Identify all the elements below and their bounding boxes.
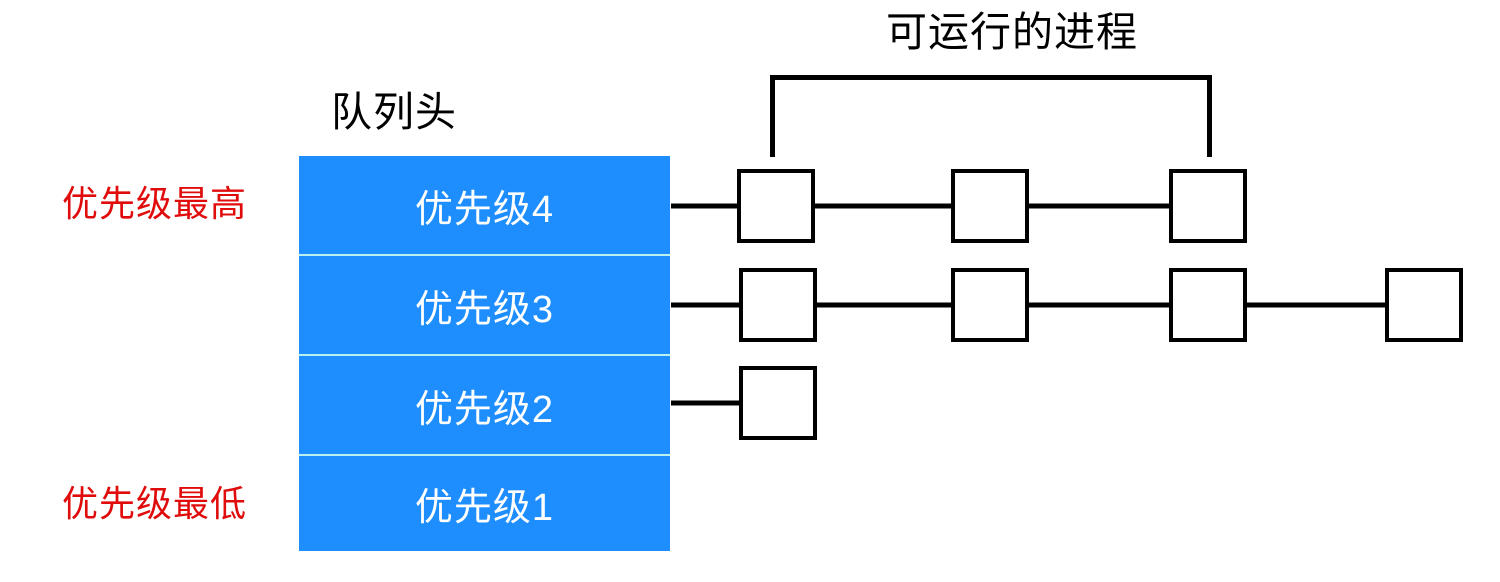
- queue-cell-priority-2[interactable]: 优先级2: [299, 356, 670, 456]
- chain-link: [1027, 203, 1173, 209]
- chain-link: [815, 302, 955, 308]
- queue-cell-priority-1[interactable]: 优先级1: [299, 456, 670, 551]
- bracket-left-leg: [770, 75, 775, 157]
- chain-link: [671, 400, 741, 406]
- priority-highest-note: 优先级最高: [62, 183, 248, 224]
- queue-cell-label: 优先级3: [414, 288, 555, 331]
- bracket-top-bar: [770, 75, 1212, 80]
- chain-link: [1027, 302, 1173, 308]
- chain-link: [671, 302, 741, 308]
- process-box[interactable]: [951, 169, 1029, 243]
- queue-cell-priority-4[interactable]: 优先级4: [299, 156, 670, 256]
- process-box[interactable]: [739, 268, 817, 342]
- queue-head-label: 队列头: [331, 89, 457, 135]
- queue-cell-label: 优先级2: [414, 388, 555, 431]
- queue-cell-priority-3[interactable]: 优先级3: [299, 256, 670, 356]
- priority-lowest-note: 优先级最低: [62, 483, 248, 524]
- chain-link: [671, 203, 739, 209]
- process-box[interactable]: [1169, 268, 1247, 342]
- process-box[interactable]: [1169, 169, 1247, 243]
- bracket-right-leg: [1207, 75, 1212, 157]
- process-box[interactable]: [1385, 268, 1463, 342]
- process-box[interactable]: [739, 366, 817, 440]
- queue-cell-label: 优先级1: [414, 487, 555, 529]
- chain-link: [813, 203, 955, 209]
- chain-link: [1245, 302, 1389, 308]
- queue-cell-label: 优先级4: [414, 188, 555, 231]
- process-box[interactable]: [951, 268, 1029, 342]
- process-box[interactable]: [737, 169, 815, 243]
- runnable-processes-bracket: [770, 75, 1212, 157]
- priority-queue-column: 优先级4 优先级3 优先级2 优先级1: [299, 156, 670, 551]
- runnable-processes-title: 可运行的进程: [886, 9, 1138, 55]
